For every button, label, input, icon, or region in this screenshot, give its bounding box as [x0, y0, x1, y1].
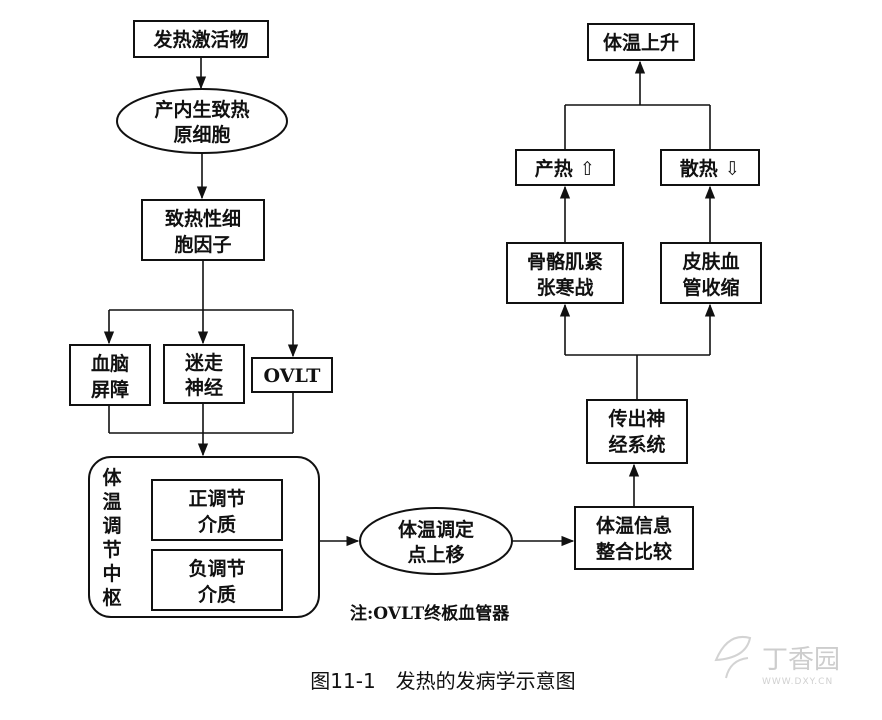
node-pyrogen-activator: 发热激活物 — [133, 20, 269, 58]
node-cytokines-line2: 胞因子 — [174, 233, 231, 256]
setpoint-line2: 点上移 — [407, 543, 464, 566]
node-vasoconstriction: 皮肤血 管收缩 — [660, 242, 762, 304]
center-char-5: 中 — [102, 562, 121, 585]
node-ovlt-label: OVLT — [264, 365, 321, 387]
center-char-2: 温 — [102, 491, 121, 513]
node-blood-brain-barrier: 血脑 屏障 — [69, 344, 151, 406]
shivering-line2: 张寒战 — [536, 276, 593, 299]
figure-caption: 图11-1 发热的发病学示意图 — [310, 669, 575, 693]
integration-line1: 体温信息 — [596, 514, 672, 537]
abbreviation-note: 注:OVLT终板血管器 — [350, 603, 510, 624]
efferent-line1: 传出神 — [607, 407, 665, 430]
node-endogenous-pyrogen-cells: 产内生致热 原细胞 — [116, 88, 288, 154]
node-bbb-line1: 血脑 — [91, 352, 129, 375]
positive-mediator-line1: 正调节 — [188, 488, 245, 510]
node-pyrogen-activator-label: 发热激活物 — [152, 28, 248, 51]
node-endogenous-cells-line2: 原细胞 — [173, 123, 230, 146]
node-efferent-nerves: 传出神 经系统 — [586, 399, 688, 464]
shivering-line1: 骨骼肌紧 — [527, 250, 603, 273]
leaf-icon — [714, 636, 752, 679]
center-char-4: 节 — [102, 539, 121, 561]
node-endogenous-cells-line1: 产内生致热 — [154, 98, 249, 121]
node-setpoint-shift: 体温调定 点上移 — [359, 507, 513, 575]
node-vagus-line2: 神经 — [185, 376, 223, 399]
node-pyrogenic-cytokines: 致热性细 胞因子 — [141, 199, 265, 261]
efferent-line2: 经系统 — [608, 433, 665, 456]
node-temperature-rise: 体温上升 — [587, 23, 695, 61]
watermark-text: 丁香园 — [762, 645, 840, 675]
negative-mediator-line1: 负调节 — [188, 557, 245, 580]
node-integration: 体温信息 整合比较 — [574, 506, 694, 570]
node-ovlt: OVLT — [251, 357, 333, 393]
setpoint-line1: 体温调定 — [398, 518, 474, 541]
vasoconstriction-line1: 皮肤血 — [682, 250, 739, 273]
center-char-1: 体 — [102, 466, 122, 489]
negative-mediator-line2: 介质 — [197, 583, 236, 606]
center-char-3: 调 — [102, 515, 121, 537]
integration-line2: 整合比较 — [596, 540, 672, 563]
positive-mediator-line2: 介质 — [197, 513, 236, 536]
node-negative-mediator: 负调节 介质 — [151, 549, 283, 611]
node-heat-production: 产热 ⇧ — [515, 149, 615, 186]
temperature-rise-label: 体温上升 — [603, 31, 679, 54]
heat-production-label: 产热 ⇧ — [535, 157, 596, 180]
vasoconstriction-line2: 管收缩 — [682, 276, 739, 299]
node-thermoregulation-center: 体 温 调 节 中 枢 正调节 介质 负调节 介质 — [88, 456, 320, 618]
heat-loss-label: 散热 ⇩ — [680, 157, 741, 180]
node-bbb-line2: 屏障 — [91, 378, 129, 401]
center-char-6: 枢 — [102, 587, 121, 609]
node-shivering: 骨骼肌紧 张寒战 — [506, 242, 624, 304]
node-vagus-line1: 迷走 — [184, 352, 223, 374]
watermark-subtext: WWW.DXY.CN — [762, 677, 833, 687]
node-heat-loss: 散热 ⇩ — [660, 149, 760, 186]
watermark-logo: 丁香园 WWW.DXY.CN — [714, 636, 840, 687]
node-positive-mediator: 正调节 介质 — [151, 479, 283, 541]
node-vagus-nerve: 迷走 神经 — [163, 344, 245, 404]
node-cytokines-line1: 致热性细 — [165, 207, 241, 230]
